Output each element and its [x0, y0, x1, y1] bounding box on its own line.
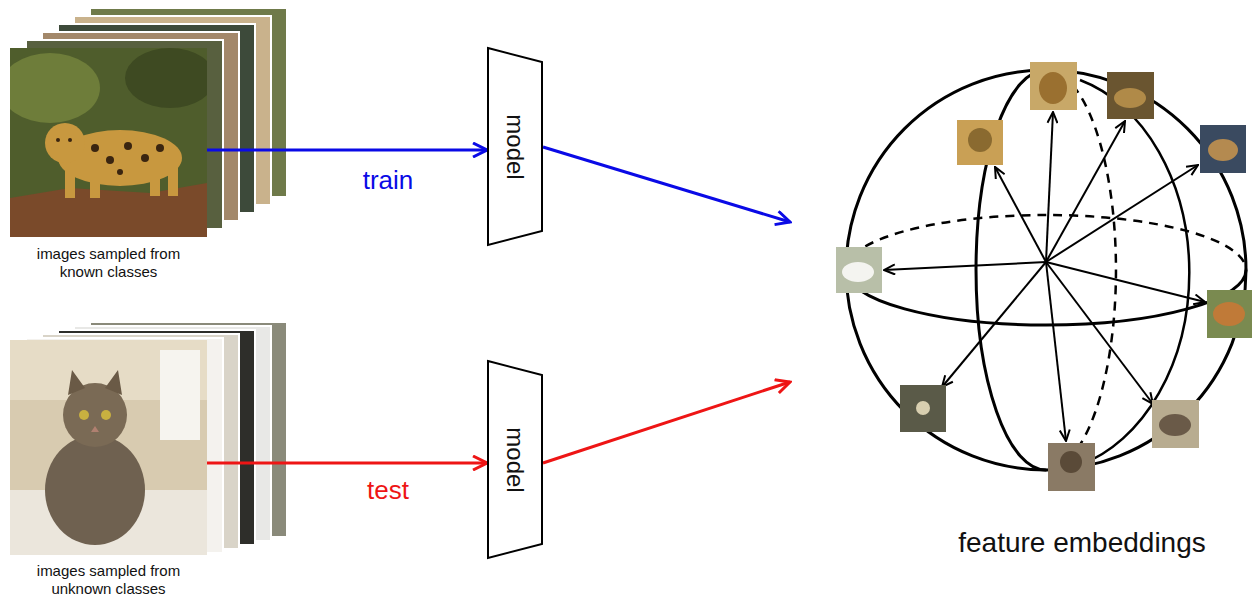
- sphere-outline: [846, 70, 1246, 470]
- drawing-part: [10, 53, 100, 123]
- image-set: images sampled from known classes: [10, 48, 207, 288]
- drawing-part: [65, 163, 75, 198]
- embedding-sphere: [846, 70, 1246, 470]
- drawing-part: [968, 128, 992, 152]
- drawing-part: [150, 168, 160, 196]
- hyena-thumbnail: [1152, 400, 1199, 448]
- drawing-part: [124, 142, 132, 150]
- embedding-vectors: [884, 112, 1205, 441]
- drawing-part: [90, 168, 100, 198]
- drawing-part: [68, 370, 122, 395]
- model-block: model: [487, 47, 543, 246]
- lion-thumbnail: [957, 120, 1003, 165]
- edge-label: train: [361, 165, 416, 195]
- drawing-part: [156, 144, 164, 152]
- drawing-part: [1060, 451, 1082, 473]
- trapezoid-shape: [488, 361, 542, 558]
- drawing-part: [1213, 302, 1245, 326]
- caption-text: images sampled from known classes: [31, 245, 186, 281]
- embedding-arrow: [884, 262, 1046, 270]
- embedding-arrow: [1046, 112, 1053, 262]
- drawing-part: [56, 138, 164, 175]
- drawing-part: [1208, 139, 1238, 161]
- leopard-thumbnail: [1107, 72, 1154, 119]
- embedding-thumbnails: [836, 62, 1252, 491]
- image-caption: images sampled from known classes: [10, 245, 207, 281]
- leopard-photo: [10, 48, 207, 237]
- drawing-part: [141, 154, 149, 162]
- drawing-part: [79, 410, 89, 420]
- spider-thumbnail: [900, 385, 946, 432]
- embedding-arrow: [1046, 262, 1205, 302]
- edge-label: test: [365, 475, 411, 505]
- cat-thumbnail: [1048, 443, 1095, 491]
- drawing-part: [56, 138, 60, 142]
- model-block: model: [487, 360, 543, 559]
- drawing-part: [1039, 72, 1067, 104]
- embedding-arrow: [942, 262, 1046, 387]
- drawing-part: [45, 123, 85, 163]
- embedding-arrow: [1046, 262, 1066, 441]
- leopard-thumbnail: [1200, 125, 1246, 173]
- drawing-part: [842, 262, 874, 282]
- cat-photo: [10, 340, 207, 555]
- drawing-part: [91, 144, 99, 152]
- drawing-part: [45, 435, 145, 545]
- flow-arrow: [207, 149, 487, 152]
- drawing-part: [10, 340, 207, 555]
- drawing-part: [68, 138, 72, 142]
- trapezoid-shape: [488, 48, 542, 245]
- feature-space: feature embeddings: [790, 5, 1248, 602]
- drawing-part: [101, 410, 111, 420]
- drawing-part: [916, 401, 930, 415]
- space-label: feature embeddings: [958, 527, 1206, 559]
- flow-arrow: [543, 382, 790, 463]
- embedding-arrow: [1046, 121, 1125, 262]
- model-label: model: [502, 114, 528, 179]
- flow-arrow: [543, 147, 790, 222]
- drawing-part: [91, 426, 99, 432]
- drawing-part: [1114, 88, 1146, 108]
- embedding-arrow: [995, 167, 1046, 262]
- tiger-thumbnail: [1207, 290, 1252, 338]
- drawing-part: [1159, 414, 1191, 436]
- goose-thumbnail: [836, 247, 882, 293]
- leopard-thumbnail: [1030, 62, 1077, 110]
- flow-arrow: [207, 462, 487, 465]
- drawing-part: [106, 156, 114, 164]
- image-set: images sampled from unknown classes: [10, 340, 207, 602]
- drawing-part: [125, 48, 207, 108]
- drawing-part: [160, 350, 200, 440]
- drawing-part: [117, 169, 123, 175]
- drawing-part: [168, 166, 178, 196]
- embedding-arrow: [1046, 165, 1198, 262]
- model-label: model: [502, 427, 528, 492]
- embedding-arrow: [1046, 262, 1153, 404]
- caption-text: images sampled from unknown classes: [31, 562, 186, 598]
- image-caption: images sampled from unknown classes: [10, 562, 207, 598]
